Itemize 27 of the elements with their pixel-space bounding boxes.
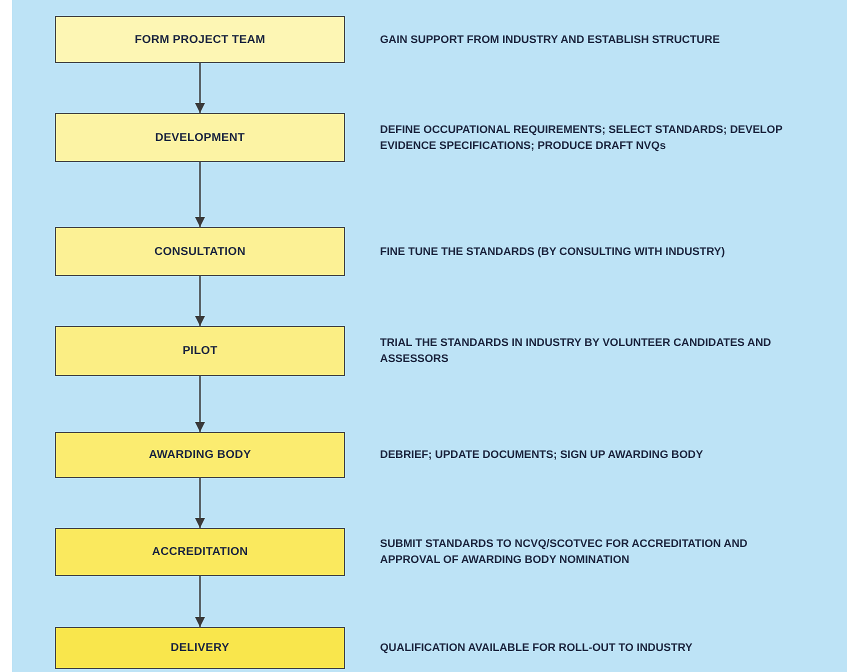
step-description: SUBMIT STANDARDS TO NCVQ/SCOTVEC FOR ACCREDITATION AND APPROVAL OF AWARDING BODY NOMINATION: [380, 537, 748, 568]
process-box: [55, 16, 345, 63]
process-box: [55, 432, 345, 478]
step-description: FINE TUNE THE STANDARDS (BY CONSULTING WITH INDUSTRY): [380, 244, 726, 260]
step-label: FORM PROJECT TEAM: [134, 34, 266, 46]
arrow: [195, 376, 205, 432]
process-box: [55, 113, 345, 162]
step-label: CONSULTATION: [154, 246, 246, 258]
arrow: [195, 276, 205, 326]
step-label: PILOT: [182, 345, 218, 357]
step-description: GAIN SUPPORT FROM INDUSTRY AND ESTABLISH STRUCTURE: [380, 32, 721, 48]
process-box: [55, 528, 345, 576]
process-box: [55, 326, 345, 376]
step-label: ACCREDITATION: [152, 546, 248, 558]
arrow: [195, 162, 205, 227]
step-label: AWARDING BODY: [148, 449, 252, 461]
arrow: [195, 478, 205, 528]
step-description: DEFINE OCCUPATIONAL REQUIREMENTS; SELECT STANDARDS; DEVELOP EVIDENCE SPECIFICATIONS; PRODUCE DRAFT NVQs: [380, 122, 784, 154]
arrow: [195, 576, 205, 627]
step-label: DELIVERY: [170, 642, 230, 654]
step-description: QUALIFICATION AVAILABLE FOR ROLL-OUT TO INDUSTRY: [380, 641, 694, 656]
step-description: DEBRIEF; UPDATE DOCUMENTS; SIGN UP AWARDING BODY: [380, 448, 704, 463]
process-box: [55, 627, 345, 669]
step-label: DEVELOPMENT: [155, 132, 245, 144]
step-description: TRIAL THE STANDARDS IN INDUSTRY BY VOLUNTEER CANDIDATES AND ASSESSORS: [380, 336, 772, 367]
arrow: [195, 63, 205, 113]
process-box: [55, 227, 345, 276]
